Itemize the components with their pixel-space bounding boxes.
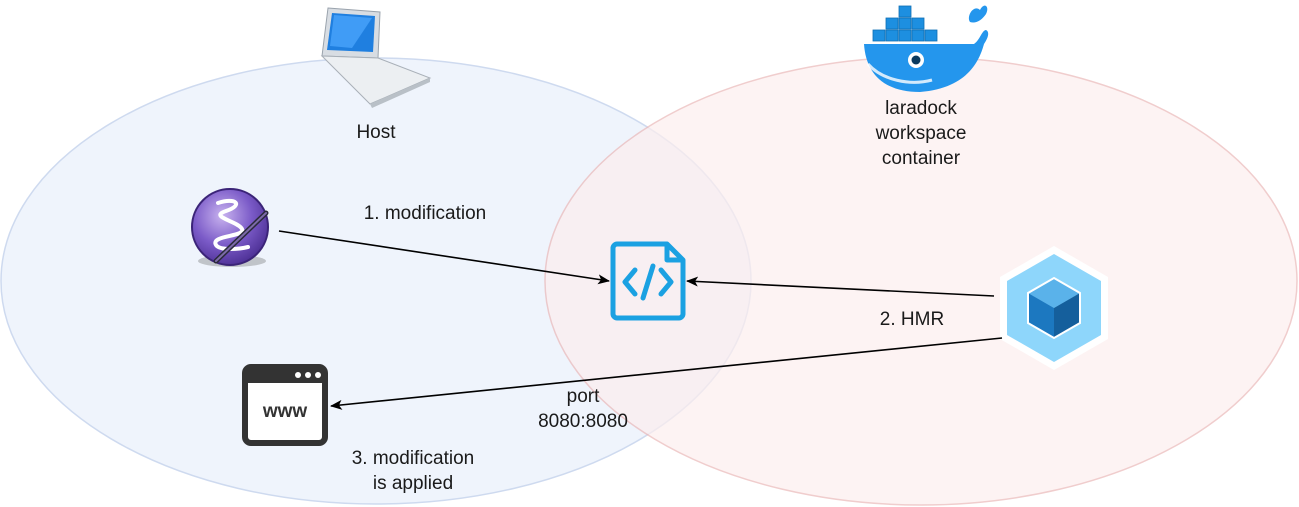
edge-modification	[278, 230, 610, 285]
container-label-line-3: container	[881, 148, 961, 169]
webpack-icon	[1000, 246, 1108, 370]
edge-label-port: port 8080:8080	[518, 384, 648, 434]
edge-hmr	[686, 276, 995, 297]
edge-label-applied: 3. modification is applied	[323, 446, 503, 496]
edge-label-applied-line-1: 3. modification	[351, 448, 475, 469]
edge-label-port-line-1: port	[566, 386, 600, 407]
container-label-line-2: workspace	[875, 123, 967, 144]
edge-label-port-line-2: 8080:8080	[538, 411, 628, 432]
edge-label-applied-line-2: is applied	[372, 473, 454, 494]
laptop-icon	[320, 7, 432, 108]
docker-whale-icon	[864, 5, 989, 92]
container-label: laradock workspace container	[846, 96, 996, 171]
edge-port	[330, 337, 1003, 410]
edge-label-modification: 1. modification	[363, 203, 487, 224]
emacs-icon	[191, 188, 269, 267]
host-label: Host	[356, 122, 396, 143]
container-label-line-1: laradock	[885, 98, 957, 119]
source-code-file-icon	[610, 241, 686, 321]
edge-label-hmr: 2. HMR	[879, 309, 945, 330]
www-browser-icon: www	[242, 364, 328, 446]
www-label: www	[262, 401, 308, 422]
